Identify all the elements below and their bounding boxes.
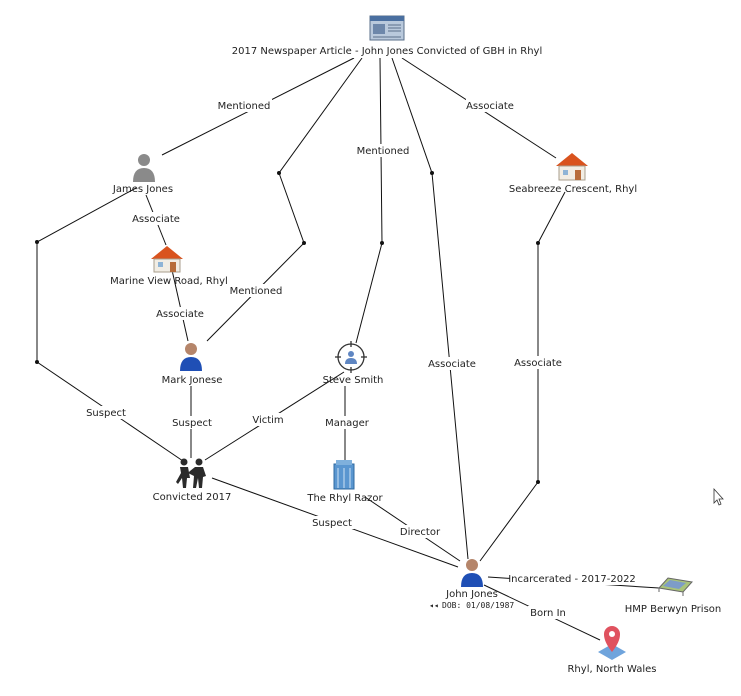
svg-text:Associate: Associate <box>156 309 204 320</box>
dob-attribute: ◂◂ DOB: 01/08/1987 <box>429 601 514 610</box>
edge-label-manager: Manager <box>324 416 370 429</box>
edge-label-incarcerated: Incarcerated - 2017-2022 <box>508 572 636 585</box>
person-icon <box>133 154 155 182</box>
dob-icon: ◂◂ <box>429 601 439 610</box>
edge-marine-mark[interactable] <box>171 269 189 342</box>
mouse-cursor-icon <box>713 487 724 506</box>
svg-text:Mentioned: Mentioned <box>218 101 271 112</box>
node-mark-jonese[interactable]: Mark Jonese <box>162 343 223 386</box>
node-label: John Jones <box>445 589 498 600</box>
svg-text:Suspect: Suspect <box>312 518 352 529</box>
svg-text:Mentioned: Mentioned <box>357 146 410 157</box>
node-seabreeze[interactable]: Seabreeze Crescent, Rhyl <box>509 153 637 195</box>
node-label: Rhyl, North Wales <box>567 664 656 675</box>
svg-text:Suspect: Suspect <box>86 408 126 419</box>
house-icon <box>556 153 588 181</box>
node-label: Marine View Road, Rhyl <box>110 276 228 287</box>
node-convicted[interactable]: Convicted 2017 <box>153 458 232 504</box>
node-marine-view[interactable]: Marine View Road, Rhyl <box>110 246 228 287</box>
node-label: Convicted 2017 <box>153 492 232 503</box>
edge-article-steve[interactable] <box>355 57 383 344</box>
edge-label-suspect-mark: Suspect <box>170 416 214 429</box>
map-pin-icon <box>598 626 626 660</box>
svg-text:Associate: Associate <box>428 359 476 370</box>
svg-text:Suspect: Suspect <box>172 418 212 429</box>
prison-icon <box>658 577 693 596</box>
edge-seabreeze-john[interactable] <box>479 191 566 562</box>
edge-james-convicted[interactable] <box>36 187 184 462</box>
node-label: Seabreeze Crescent, Rhyl <box>509 184 637 195</box>
office-building-icon <box>333 460 355 490</box>
svg-text:Associate: Associate <box>466 101 514 112</box>
svg-text:Born In: Born In <box>530 608 566 619</box>
node-label: 2017 Newspaper Article - John Jones Conv… <box>232 46 542 57</box>
node-rhyl-north-wales[interactable]: Rhyl, North Wales <box>567 626 657 675</box>
dob-text: DOB: 01/08/1987 <box>442 601 514 610</box>
edge-label-associate-article-john: Associate <box>427 357 477 370</box>
node-label: The Rhyl Razor <box>306 493 383 504</box>
node-article[interactable]: 2017 Newspaper Article - John Jones Conv… <box>232 15 542 58</box>
node-label: HMP Berwyn Prison <box>625 604 722 615</box>
edge-labels: Mentioned Mentioned Associate Associate … <box>84 99 636 619</box>
node-label: Mark Jonese <box>162 375 223 386</box>
node-label: Steve Smith <box>323 375 384 386</box>
svg-text:Director: Director <box>400 527 441 538</box>
edge-label-associate-marine-mark: Associate <box>155 307 205 320</box>
svg-text:Mentioned: Mentioned <box>230 286 283 297</box>
edge-label-suspect-john: Suspect <box>310 516 354 529</box>
node-james-jones[interactable]: James Jones <box>112 154 173 195</box>
edge-label-associate-seabreeze: Associate <box>466 99 514 112</box>
edge-label-associate-seabreeze-john: Associate <box>513 356 563 369</box>
newspaper-icon <box>369 15 405 41</box>
edge-label-mentioned-mark: Mentioned <box>228 284 284 297</box>
house-icon <box>151 246 183 273</box>
edge-label-victim-steve: Victim <box>252 413 284 426</box>
edge-label-suspect-james: Suspect <box>84 406 128 419</box>
edge-label-born-in: Born In <box>528 606 568 619</box>
edge-label-mentioned-james: Mentioned <box>216 99 272 112</box>
node-hmp-berwyn[interactable]: HMP Berwyn Prison <box>625 577 722 615</box>
node-steve-smith[interactable]: Steve Smith <box>323 341 384 386</box>
node-rhyl-razor[interactable]: The Rhyl Razor <box>306 460 384 504</box>
edge-article-john[interactable] <box>391 57 469 560</box>
edge-label-associate-james-marine: Associate <box>131 212 181 225</box>
svg-text:Associate: Associate <box>132 214 180 225</box>
target-person-icon <box>335 341 367 373</box>
edges <box>36 57 660 641</box>
fight-icon <box>176 458 206 488</box>
node-label: James Jones <box>112 184 173 195</box>
person-icon <box>461 559 483 587</box>
node-john-jones[interactable]: John Jones ◂◂ DOB: 01/08/1987 <box>429 559 514 610</box>
svg-text:Victim: Victim <box>252 415 283 426</box>
svg-text:Incarcerated - 2017-2022: Incarcerated - 2017-2022 <box>508 574 636 585</box>
svg-text:Manager: Manager <box>325 418 370 429</box>
edge-label-director: Director <box>398 525 442 538</box>
svg-text:Associate: Associate <box>514 358 562 369</box>
edge-label-mentioned-steve: Mentioned <box>355 144 411 157</box>
edge-waypoints <box>35 171 540 484</box>
person-icon <box>180 343 202 371</box>
